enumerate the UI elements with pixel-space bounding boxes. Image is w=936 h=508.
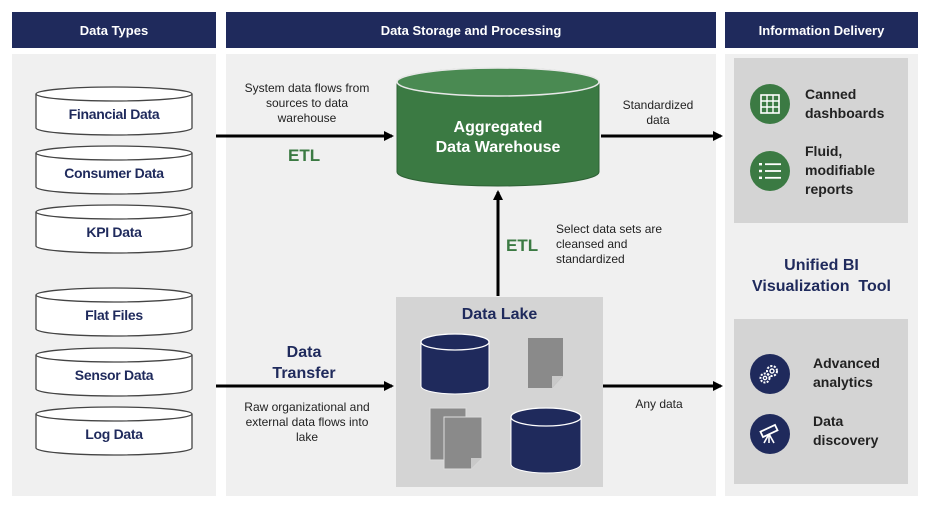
cylinder-shape <box>35 287 193 337</box>
warehouse-label-line1: Aggregated <box>453 119 543 136</box>
system-data-line2: sources to data <box>265 96 349 110</box>
select-data-text: Select data sets are cleansed and standa… <box>556 222 662 267</box>
cylinder-shape <box>35 145 193 195</box>
source-label: KPI Data <box>86 224 142 240</box>
system-data-line1: System data flows from <box>244 81 370 95</box>
lake-document-icon <box>528 338 563 388</box>
select-data-line3: standardized <box>556 252 625 266</box>
etl-mid-label: ETL <box>506 236 539 255</box>
select-data-line1: Select data sets are <box>556 222 663 236</box>
system-data-line3: warehouse <box>277 111 337 125</box>
warehouse-cylinder <box>396 67 600 187</box>
source-cylinder-financial: Financial Data <box>35 86 193 136</box>
lake-database-icon <box>420 333 490 395</box>
source-cylinder-log: Log Data <box>35 406 193 456</box>
discovery-line2: discovery <box>813 432 879 448</box>
canned-dashboards-text: Canned dashboards <box>805 85 884 123</box>
cylinder-shape <box>35 406 193 456</box>
unified-line2: Visualization Tool <box>752 278 891 295</box>
telescope-icon <box>750 414 790 454</box>
source-cylinder-consumer: Consumer Data <box>35 145 193 195</box>
header-storage-label: Data Storage and Processing <box>380 22 562 38</box>
cylinder-shape <box>35 347 193 397</box>
gears-icon <box>750 354 790 394</box>
standardized-line2: data <box>646 113 670 127</box>
any-data-text: Any data <box>635 397 683 411</box>
grid-icon <box>750 84 790 124</box>
source-label: Financial Data <box>68 106 160 122</box>
lake-documents-icon <box>429 407 483 470</box>
canned-line2: dashboards <box>805 105 885 121</box>
source-cylinder-sensor: Sensor Data <box>35 347 193 397</box>
unified-line1: Unified BI <box>784 257 859 274</box>
data-transfer-line2: Transfer <box>272 365 336 382</box>
cylinder-shape <box>35 86 193 136</box>
raw-data-line2: external data flows into <box>245 415 369 429</box>
system-data-text: System data flows from sources to data w… <box>226 81 388 126</box>
raw-data-line1: Raw organizational and <box>244 400 370 414</box>
data-lake-title: Data Lake <box>461 306 538 323</box>
list-icon <box>750 151 790 191</box>
data-transfer-line1: Data <box>286 344 322 361</box>
standardized-line1: Standardized <box>622 98 694 112</box>
header-data-types-label: Data Types <box>79 22 149 38</box>
raw-data-line3: lake <box>295 430 318 444</box>
fluid-line2: modifiable <box>805 162 876 178</box>
raw-data-text: Raw organizational and external data flo… <box>226 400 388 445</box>
header-delivery: Information Delivery <box>725 12 918 48</box>
data-transfer-label: Data Transfer <box>256 342 352 384</box>
source-label: Sensor Data <box>74 367 154 383</box>
advanced-line2: analytics <box>813 374 873 390</box>
header-storage: Data Storage and Processing <box>226 12 716 48</box>
discovery-line1: Data <box>813 413 844 429</box>
select-data-line2: cleansed and <box>556 237 628 251</box>
source-label: Flat Files <box>85 307 143 323</box>
fluid-line1: Fluid, <box>805 143 843 159</box>
source-label: Log Data <box>85 426 143 442</box>
delivery-box-bottom <box>734 319 908 484</box>
cylinder-shape <box>35 204 193 254</box>
source-cylinder-flat-files: Flat Files <box>35 287 193 337</box>
data-discovery-text: Data discovery <box>813 412 878 450</box>
header-delivery-label: Information Delivery <box>758 22 885 38</box>
canned-line1: Canned <box>805 86 857 102</box>
fluid-line3: reports <box>805 181 854 197</box>
etl-top-label: ETL <box>288 146 321 165</box>
lake-database-icon-2 <box>510 407 582 474</box>
warehouse-label: Aggregated Data Warehouse <box>396 118 600 158</box>
unified-bi-label: Unified BI Visualization Tool <box>725 255 918 297</box>
source-cylinder-kpi: KPI Data <box>35 204 193 254</box>
header-data-types: Data Types <box>12 12 216 48</box>
warehouse-label-line2: Data Warehouse <box>435 139 561 156</box>
standardized-text: Standardized data <box>612 98 704 128</box>
fluid-reports-text: Fluid, modifiable reports <box>805 142 875 199</box>
source-label: Consumer Data <box>64 165 164 181</box>
advanced-analytics-text: Advanced analytics <box>813 354 880 392</box>
advanced-line1: Advanced <box>813 355 880 371</box>
